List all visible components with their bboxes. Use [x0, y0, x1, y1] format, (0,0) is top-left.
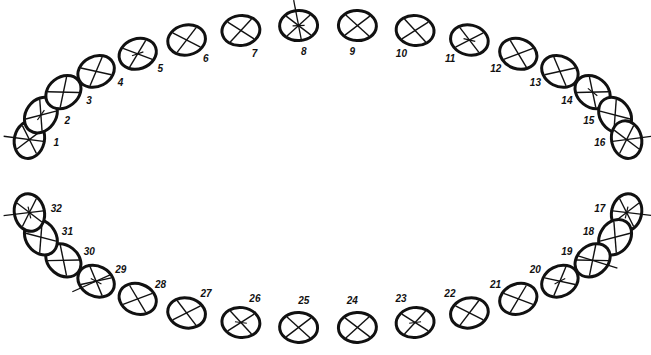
tooth-number: 20 — [529, 265, 542, 275]
tooth-symbol — [115, 33, 161, 74]
tooth-mark-line — [577, 256, 617, 268]
tooth-symbol — [220, 13, 262, 48]
tooth-symbol — [495, 33, 541, 74]
tooth-number: 27 — [200, 289, 213, 299]
tooth-number: 28 — [154, 280, 167, 290]
tooth-number: 4 — [117, 78, 125, 88]
tooth-number: 11 — [444, 54, 456, 64]
tooth-symbol — [338, 10, 377, 42]
tooth-number: 12 — [489, 64, 502, 74]
tooth-mark-line — [4, 136, 46, 141]
tooth-number: 16 — [593, 138, 606, 148]
tooth-symbol — [72, 49, 120, 93]
tooth-symbol — [165, 294, 209, 332]
tooth-symbol — [495, 278, 541, 319]
tooth-number: 17 — [593, 204, 606, 214]
tooth-number: 18 — [582, 227, 595, 237]
tooth-mark-line — [72, 275, 110, 292]
tooth-number: 31 — [61, 227, 74, 237]
tooth-number: 24 — [346, 296, 359, 306]
tooth-number: 14 — [560, 96, 573, 106]
tooth-mark-line — [294, 0, 302, 41]
tooth-number: 26 — [248, 294, 261, 304]
tooth-number: 2 — [64, 116, 72, 126]
tooth-number: 32 — [50, 204, 63, 214]
tooth-number: 1 — [52, 138, 60, 148]
tooth-mark-line — [611, 211, 651, 216]
tooth-number: 13 — [529, 78, 542, 88]
tooth-number: 15 — [582, 116, 595, 126]
tooth-number: 21 — [489, 280, 502, 290]
tooth-mark-line — [4, 211, 46, 216]
tooth-mark-line — [611, 136, 651, 141]
tooth-symbol — [394, 13, 436, 48]
tooth-number: 6 — [202, 54, 210, 64]
tooth-number: 23 — [395, 294, 408, 304]
tooth-symbol — [338, 312, 377, 344]
tooth-number: 19 — [560, 247, 573, 257]
tooth-number: 3 — [85, 96, 93, 106]
tooth-symbol — [536, 259, 584, 303]
tooth-symbol — [394, 305, 436, 340]
tooth-number: 5 — [157, 64, 165, 74]
tooth-number: 25 — [297, 296, 310, 306]
tooth-number: 30 — [83, 247, 96, 257]
tooth-number: 8 — [300, 47, 308, 57]
tooth-number: 22 — [443, 289, 456, 299]
tooth-number: 7 — [251, 49, 259, 59]
tooth-symbol — [220, 305, 262, 340]
tooth-number: 29 — [114, 265, 127, 275]
tooth-number: 9 — [349, 47, 357, 57]
tooth-number: 10 — [395, 49, 408, 59]
tooth-symbol — [279, 312, 318, 344]
tooth-symbol — [448, 294, 492, 332]
